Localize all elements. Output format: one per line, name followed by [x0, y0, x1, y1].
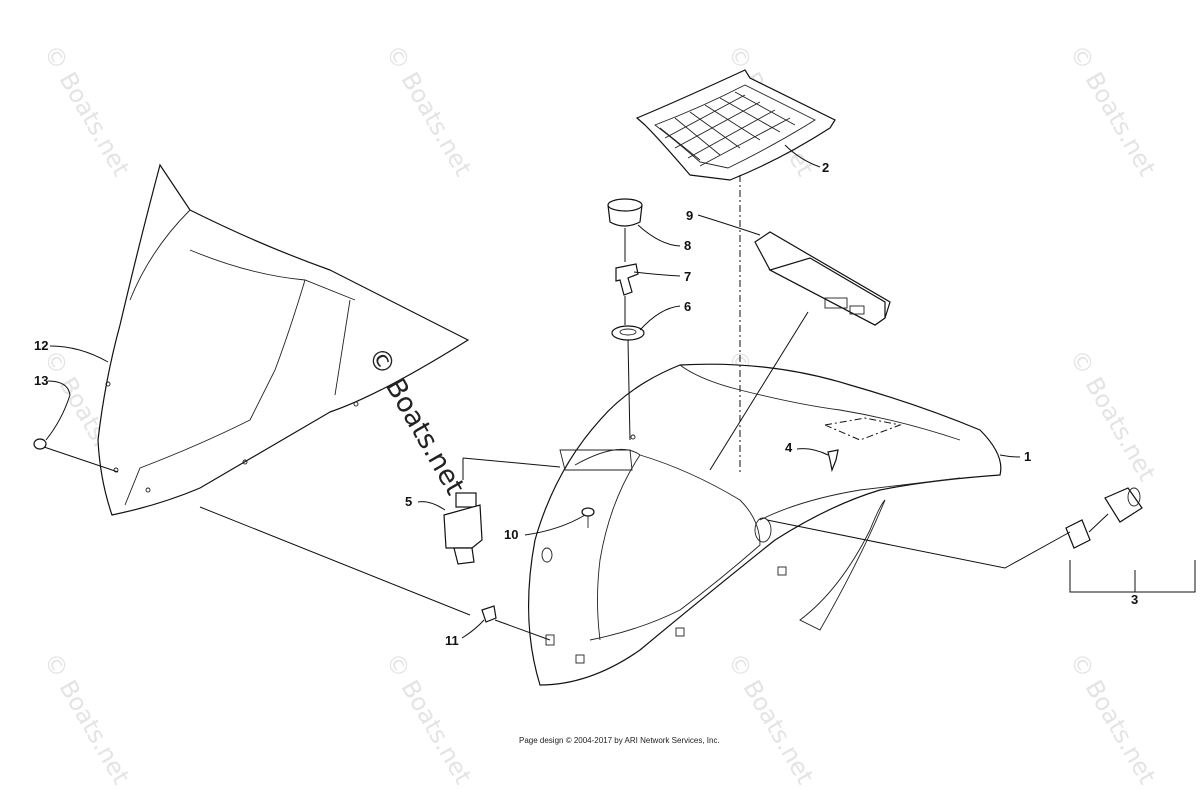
callout-6: 6 [684, 299, 691, 314]
windshield-icon[interactable] [97, 163, 470, 516]
callout-8: 8 [684, 238, 691, 253]
callout-11: 11 [445, 633, 459, 648]
leader-lines [43, 175, 1196, 641]
callout-7: 7 [684, 269, 691, 284]
grommet-icon[interactable] [481, 605, 497, 623]
diagram-canvas: 1 2 3 4 5 6 7 8 9 10 11 12 13 [33, 69, 1196, 686]
ignition-nut-icon[interactable] [611, 325, 645, 341]
callout-1: 1 [1024, 449, 1031, 464]
callout-13: 13 [34, 373, 48, 388]
storage-net-icon[interactable] [635, 69, 836, 181]
parts-diagram: © Boats.net © Boats.net © Boats.net © Bo… [33, 40, 1196, 789]
callout-4: 4 [785, 440, 793, 455]
ignition-cap-icon[interactable] [607, 198, 643, 227]
hood-icon[interactable] [528, 363, 1002, 686]
callout-3: 3 [1131, 592, 1138, 607]
washer-icon[interactable] [33, 438, 47, 450]
callout-5: 5 [405, 494, 412, 509]
callout-10: 10 [504, 527, 518, 542]
callout-leaders [45, 144, 1136, 639]
rivet-icon[interactable] [827, 449, 839, 473]
screw-icon[interactable] [581, 507, 595, 528]
callout-numbers: 1 2 3 4 5 6 7 8 9 10 11 12 13 [34, 160, 1138, 648]
callout-2: 2 [822, 160, 829, 175]
ignition-switch-icon[interactable] [443, 492, 483, 565]
callout-9: 9 [686, 208, 693, 223]
callout-12: 12 [34, 338, 48, 353]
gauge-icon[interactable] [754, 231, 891, 326]
footer-copyright: Page design © 2004-2017 by ARI Network S… [519, 736, 720, 745]
power-outlet-icon[interactable] [1065, 487, 1143, 549]
key-icon[interactable] [615, 263, 639, 296]
